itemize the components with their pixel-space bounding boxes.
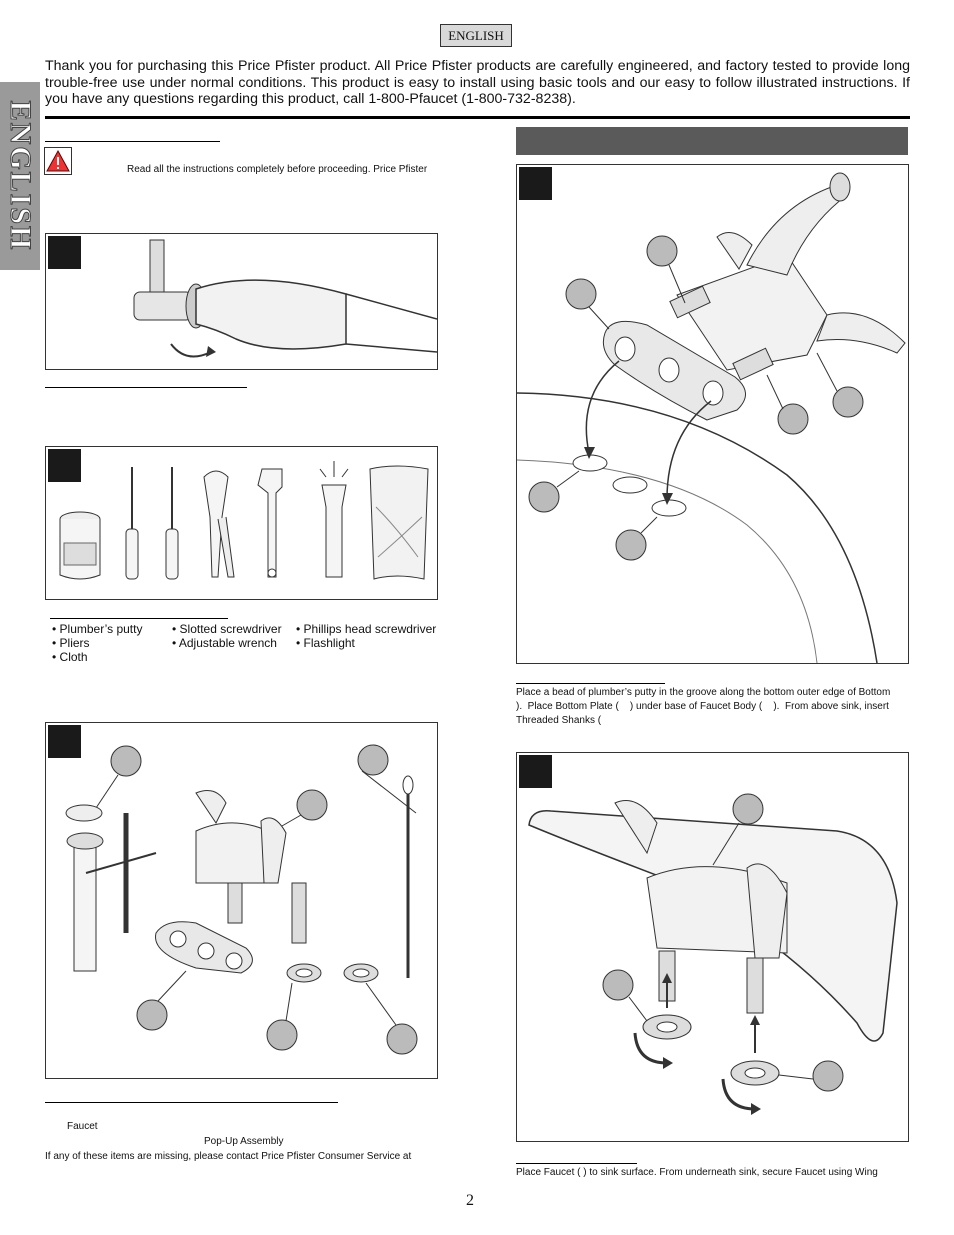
slotted-screwdriver-icon [125, 467, 139, 580]
callout-circle [296, 789, 328, 821]
tool-item: • Phillips head screwdriver [296, 622, 437, 636]
flashlight-icon [319, 461, 349, 578]
tool-item: • Pliers [52, 636, 90, 650]
warning-text: Read all the instructions completely bef… [127, 164, 428, 175]
intro-paragraph: Thank you for purchasing this Price Pfis… [45, 58, 910, 107]
tool-list-col2: • Slotted screwdriver • Adjustable wrenc… [172, 622, 282, 650]
step-number-box [48, 725, 81, 758]
section-rule-install [516, 683, 665, 684]
pliers-icon [203, 470, 235, 578]
parts-line-faucet: Faucet [67, 1121, 98, 1132]
section-header-bar [516, 127, 908, 155]
side-language-label: ENGLISH [4, 100, 38, 252]
step-number-box [519, 167, 552, 200]
tool-item: • Adjustable wrench [172, 636, 277, 650]
parts-illustration [65, 744, 418, 1055]
faucet-icon [195, 790, 307, 944]
figure-install-plate [516, 164, 909, 664]
callout-circle [832, 386, 864, 418]
side-language-tab: ENGLISH [0, 82, 40, 270]
section-rule-tools [45, 387, 247, 388]
callout-circle [732, 793, 764, 825]
putty-jar-icon [59, 511, 101, 580]
wing-nut-icon [730, 1060, 780, 1086]
faucet-body-icon [669, 172, 906, 381]
callout-circle [812, 1060, 844, 1092]
page-number: 2 [466, 1192, 474, 1209]
phillips-screwdriver-icon [165, 467, 179, 580]
install-instructions: Place a bead of plumber’s putty in the g… [516, 687, 891, 726]
popup-drain-icon [65, 804, 157, 972]
adjustable-wrench-icon [257, 468, 283, 578]
section-rule-tool-list [50, 618, 228, 619]
cloth-icon [369, 465, 429, 580]
callout-circle [386, 1023, 418, 1055]
callout-circle [136, 999, 168, 1031]
secure-instructions: Place Faucet ( ) to sink surface. From u… [516, 1167, 878, 1178]
step-number-box [48, 236, 81, 269]
tool-item: • Slotted screwdriver [172, 622, 282, 636]
callout-circle [266, 1019, 298, 1051]
install-plate-illustration [517, 172, 906, 663]
tool-list-col3: • Phillips head screwdriver • Flashlight [296, 622, 436, 650]
section-rule-before [45, 141, 220, 142]
wing-nut-icon [343, 963, 379, 983]
callout-circle [357, 744, 389, 776]
callout-circle [565, 278, 597, 310]
wing-nut-icon [642, 1014, 692, 1040]
section-rule-secure [516, 1163, 637, 1164]
bottom-plate-icon [602, 320, 746, 421]
tools-illustration [59, 461, 429, 580]
callout-circle [777, 403, 809, 435]
callout-circle [615, 529, 647, 561]
figure-shutoff-valve [45, 233, 438, 370]
secure-faucet-illustration [528, 793, 898, 1115]
faucet-icon [614, 800, 788, 1014]
figure-tools [45, 446, 438, 600]
figure-parts [45, 722, 438, 1079]
callout-circle [602, 969, 634, 1001]
callout-circle [110, 745, 142, 777]
bottom-plate-icon [155, 921, 253, 974]
parts-line-popup: Pop-Up Assembly [204, 1136, 284, 1147]
wing-nut-icon [286, 963, 322, 983]
shutoff-valve-illustration [133, 239, 437, 358]
callout-circle [646, 235, 678, 267]
tool-item: • Cloth [52, 650, 88, 664]
language-tag: ENGLISH [440, 24, 512, 47]
tool-item: • Flashlight [296, 636, 355, 650]
step-number-box [48, 449, 81, 482]
step-number-box [519, 755, 552, 788]
header-divider [45, 116, 910, 119]
parts-line-missing: If any of these items are missing, pleas… [45, 1151, 412, 1162]
cotton-swab-icon [402, 775, 414, 978]
tool-item: • Plumber’s putty [52, 622, 143, 636]
figure-secure-faucet [516, 752, 909, 1142]
tool-list-col1: • Plumber’s putty • Pliers • Cloth [52, 622, 142, 664]
callout-circle [528, 481, 560, 513]
warning-icon [44, 147, 72, 175]
section-rule-parts [45, 1102, 338, 1103]
